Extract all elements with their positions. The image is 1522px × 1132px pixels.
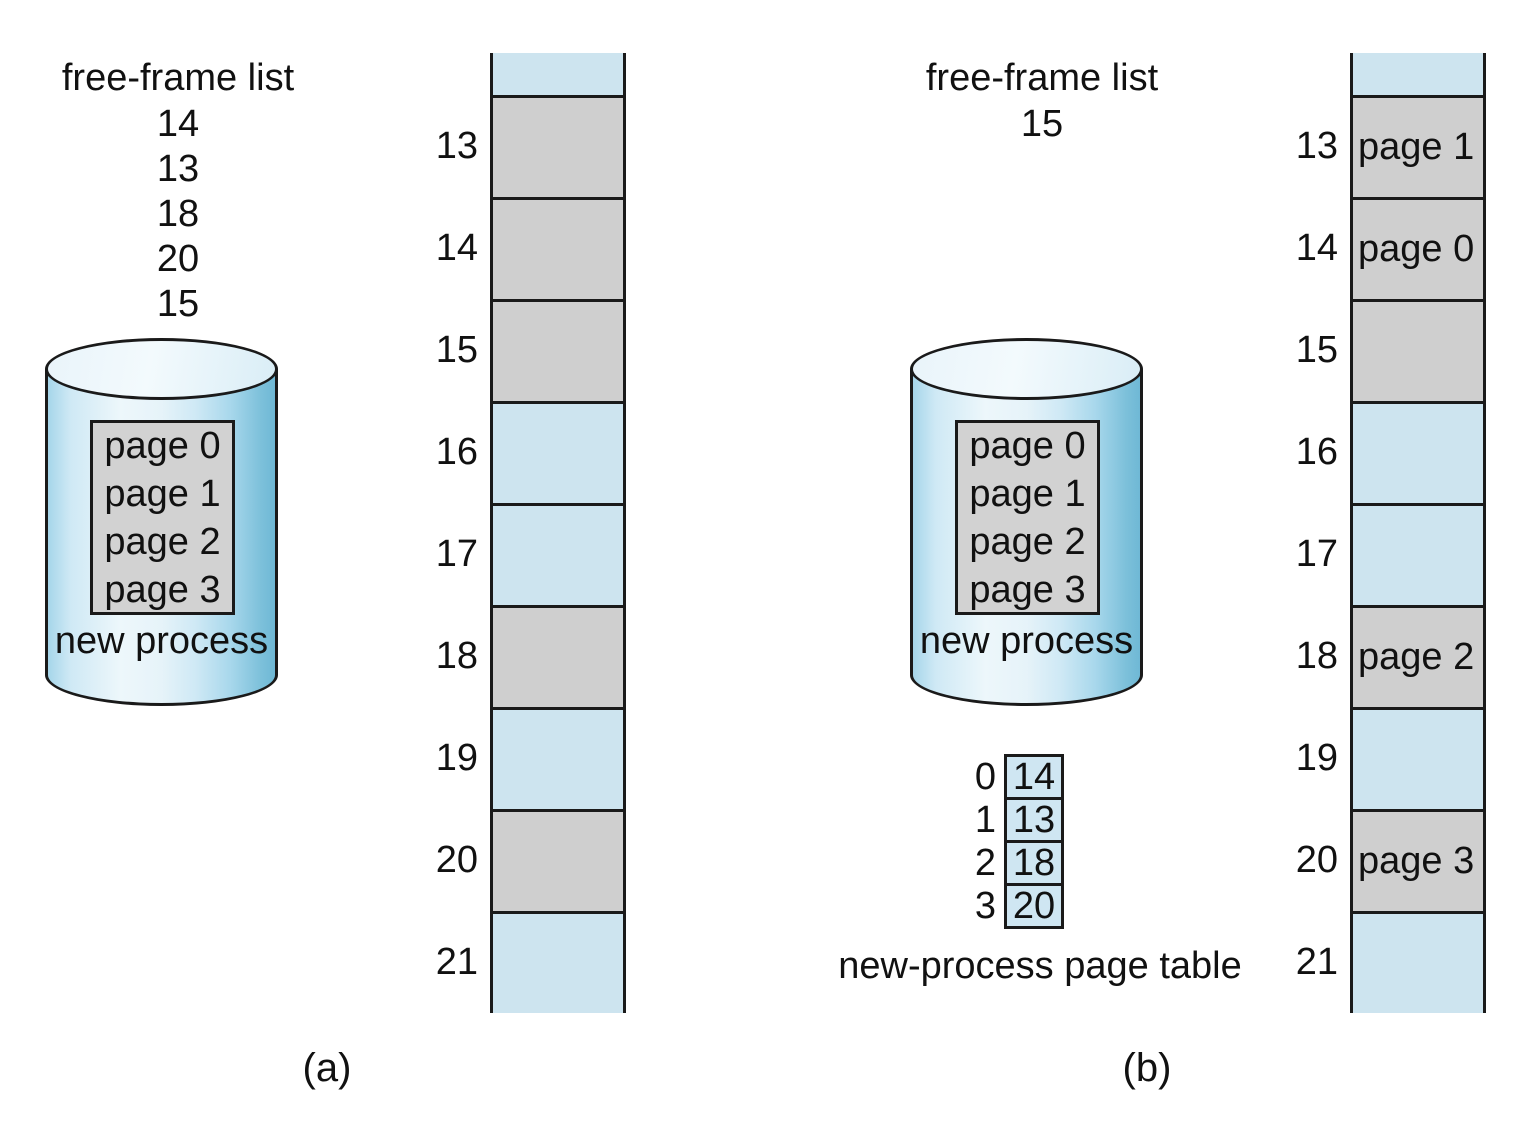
page-line: page 0 <box>969 424 1086 467</box>
page-table-row: 2 18 <box>940 840 1064 886</box>
frame-number-label: 14 <box>1295 226 1338 269</box>
frame-number-label: 13 <box>435 124 478 167</box>
frame-number-label: 13 <box>1295 124 1338 167</box>
memory-frame-18 <box>493 605 623 707</box>
new-process-label: new process <box>54 620 269 662</box>
frame-number-label: 21 <box>435 940 478 983</box>
page-table-frame: 13 <box>1004 797 1064 843</box>
memory-frame-13 <box>493 95 623 197</box>
memory-frame-21 <box>1353 911 1483 1013</box>
page-line: page 1 <box>104 472 221 515</box>
free-frame-value: 13 <box>156 148 200 190</box>
memory-frames <box>490 53 626 1013</box>
page-table-row: 0 14 <box>940 754 1064 800</box>
free-frame-value: 14 <box>156 103 200 145</box>
page-table-frame: 18 <box>1004 840 1064 886</box>
memory-frame-20: page 3 <box>1353 809 1483 911</box>
frame-number-label: 20 <box>435 838 478 881</box>
memory-frame-14: page 0 <box>1353 197 1483 299</box>
free-frame-list-title: free-frame list <box>61 57 295 99</box>
page-line: page 2 <box>104 520 221 563</box>
frame-number-label: 17 <box>1295 532 1338 575</box>
memory-frame-20 <box>493 809 623 911</box>
frame-number-label: 14 <box>435 226 478 269</box>
page-table-frame: 14 <box>1004 754 1064 800</box>
frame-number-label: 16 <box>435 430 478 473</box>
frame-number-label: 17 <box>435 532 478 575</box>
free-frame-list-a: free-frame list 14 13 18 20 15 <box>28 55 328 327</box>
memory-frame-14 <box>493 197 623 299</box>
frame-number-label: 19 <box>1295 736 1338 779</box>
memory-frame-15 <box>493 299 623 401</box>
memory-frame-17 <box>493 503 623 605</box>
memory-column-b: 13 14 15 16 17 18 19 20 21 page 1 page 0… <box>1280 53 1486 1013</box>
frame-number-label: 18 <box>435 634 478 677</box>
frame-number-label: 18 <box>1295 634 1338 677</box>
memory-frame-partial <box>1353 53 1483 95</box>
frame-number-label: 15 <box>1295 328 1338 371</box>
memory-frame-19 <box>1353 707 1483 809</box>
page-table-frame: 20 <box>1004 883 1064 929</box>
frame-number-label: 16 <box>1295 430 1338 473</box>
memory-frame-18: page 2 <box>1353 605 1483 707</box>
disk-cylinder-b: page 0 page 1 page 2 page 3 new process <box>910 338 1143 706</box>
memory-frame-16 <box>1353 401 1483 503</box>
frame-number-label: 21 <box>1295 940 1338 983</box>
frame-number-label: 15 <box>435 328 478 371</box>
free-frame-value: 20 <box>156 238 200 280</box>
page-table-caption: new-process page table <box>838 945 1242 987</box>
page-table-index: 3 <box>974 884 996 927</box>
memory-frames: page 1 page 0 page 2 page 3 <box>1350 53 1486 1013</box>
memory-frame-21 <box>493 911 623 1013</box>
memory-column-a: 13 14 15 16 17 18 19 20 21 <box>420 53 626 1013</box>
free-frame-value: 18 <box>156 193 200 235</box>
free-frame-value: 15 <box>156 283 200 325</box>
page-table-row: 3 20 <box>940 883 1064 929</box>
frame-label-spacer <box>1280 53 1350 95</box>
new-process-label: new process <box>919 620 1134 662</box>
page-table-row: 1 13 <box>940 797 1064 843</box>
process-pages-box: page 0 page 1 page 2 page 3 <box>955 420 1100 615</box>
free-frame-list-b: free-frame list 15 <box>892 55 1192 147</box>
page-table-index: 2 <box>974 841 996 884</box>
caption-b: (b) <box>1122 1046 1172 1090</box>
page-line: page 3 <box>969 568 1086 611</box>
memory-frame-15 <box>1353 299 1483 401</box>
page-line: page 2 <box>969 520 1086 563</box>
memory-frame-17 <box>1353 503 1483 605</box>
frame-label-spacer <box>420 53 490 95</box>
cylinder-top <box>910 338 1143 400</box>
frame-number-label: 20 <box>1295 838 1338 881</box>
memory-frame-13: page 1 <box>1353 95 1483 197</box>
cylinder-top <box>45 338 278 400</box>
page-line: page 0 <box>104 424 221 467</box>
disk-cylinder-a: page 0 page 1 page 2 page 3 new process <box>45 338 278 706</box>
page-line: page 3 <box>104 568 221 611</box>
caption-a: (a) <box>302 1046 352 1090</box>
free-frame-list-title: free-frame list <box>925 57 1159 99</box>
page-table-index: 1 <box>974 798 996 841</box>
new-process-page-table: 0 14 1 13 2 18 3 20 <box>940 754 1064 929</box>
page-line: page 1 <box>969 472 1086 515</box>
process-pages-box: page 0 page 1 page 2 page 3 <box>90 420 235 615</box>
memory-frame-partial <box>493 53 623 95</box>
memory-frame-19 <box>493 707 623 809</box>
frame-number-label: 19 <box>435 736 478 779</box>
memory-frame-16 <box>493 401 623 503</box>
page-table-index: 0 <box>974 755 996 798</box>
frame-number-labels: 13 14 15 16 17 18 19 20 21 <box>420 53 490 1013</box>
free-frame-value: 15 <box>1020 103 1064 145</box>
frame-number-labels: 13 14 15 16 17 18 19 20 21 <box>1280 53 1350 1013</box>
